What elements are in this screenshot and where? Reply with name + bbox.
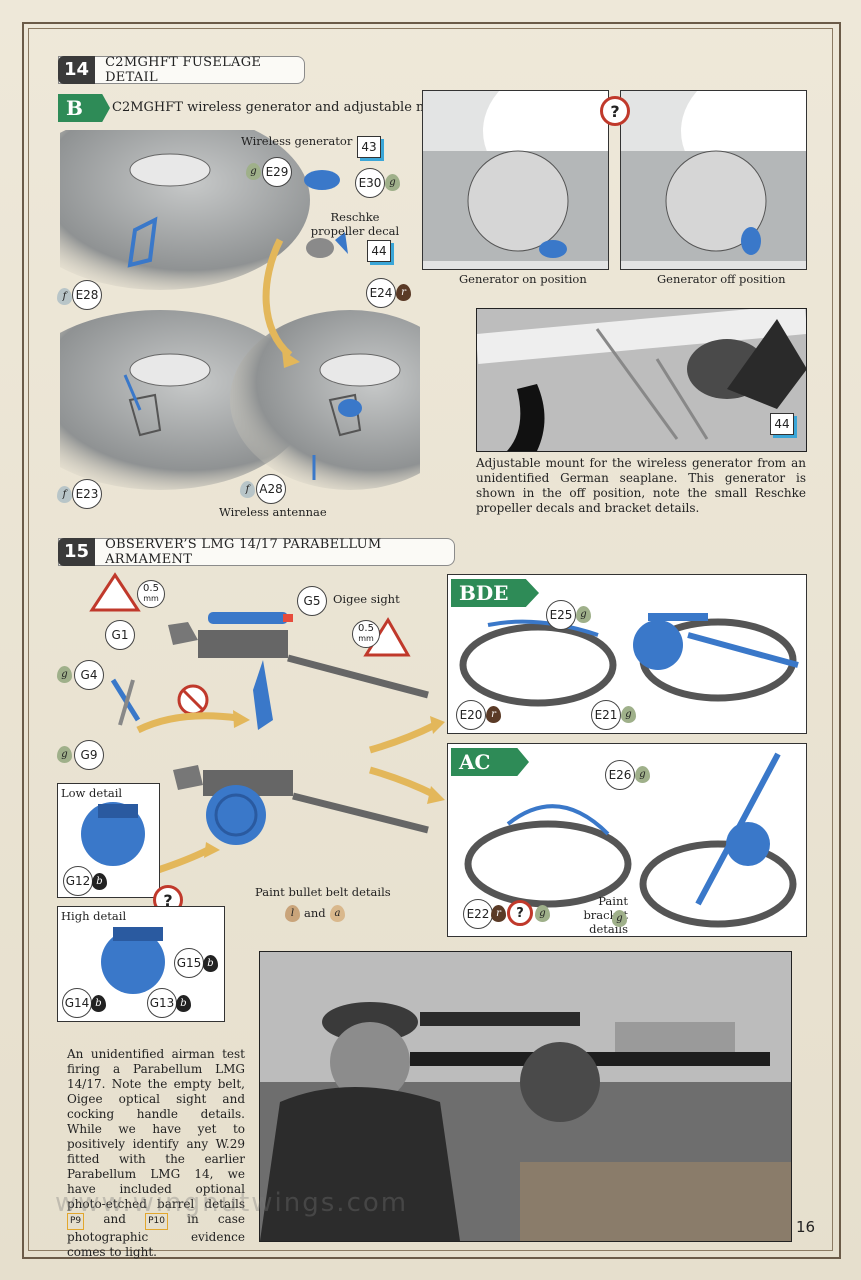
paint-g-e22: g [535,905,550,922]
sub-step-b-title: C2MGHFT wireless generator and adjustabl… [112,100,459,115]
part-g14: G14 [62,988,92,1018]
e22-question-marker: ? [507,900,533,926]
mm-unit-1: mm [143,594,159,603]
caption-text-2: in case photographic evidence comes to l… [67,1212,245,1259]
low-detail-label: Low detail [61,786,123,800]
mm-value-2: 0.5 [358,623,374,634]
paint-a: a [330,905,345,922]
paint-r-e24: r [396,284,411,301]
paint-g-e29: g [246,163,261,180]
part-g1: G1 [105,620,135,650]
paint-r-e20: r [486,706,501,723]
airman-photo-caption: An unidentified airman test firing a Par… [67,1047,245,1260]
high-detail-label: High detail [61,909,127,923]
mm-unit-2: mm [358,634,374,643]
generator-off-label: Generator off position [657,272,786,286]
caption-text-1: An unidentified airman test firing a Par… [67,1047,245,1211]
paint-g-bracket: g [612,910,627,927]
airman-firing-photo [259,951,792,1242]
part-e21: E21 [591,700,621,730]
page-number: 16 [796,1218,816,1236]
lmg-assembly-diagram [89,572,429,874]
paint-f-e23: f [57,486,72,503]
part-e23: E23 [72,479,102,509]
paint-b-g13: b [176,995,191,1012]
decal-44: 44 [367,240,391,262]
thickness-callout-1: 0.5 mm [137,580,165,608]
paint-g-g4: g [57,666,72,683]
paint-f-a28: f [240,481,255,498]
wireless-generator-label: Wireless generator [241,134,353,148]
step-14-number: 14 [58,56,96,84]
reschke-decal-label: Reschke propeller decal [310,210,400,238]
paint-b-g12: b [92,873,107,890]
step-14-header: 14 C2MGHFT FUSELAGE DETAIL [58,55,305,85]
ac-flag: AC [451,748,529,776]
paint-g-e25: g [576,606,591,623]
step-15-title: OBSERVER’S LMG 14/17 PARABELLUM ARMAMENT [105,537,382,567]
paint-r-e22: r [491,905,506,922]
caption-and: and [103,1212,126,1226]
low-detail-panel [57,783,160,898]
step-15-header: 15 OBSERVER’S LMG 14/17 PARABELLUM ARMAM… [58,537,455,567]
direction-arrows [369,716,445,804]
page-border-inner [28,28,833,1251]
part-e24: E24 [366,278,396,308]
part-g9: G9 [74,740,104,770]
part-e25: E25 [546,600,576,630]
paint-b-g15: b [203,955,218,972]
part-e26: E26 [605,760,635,790]
part-a28: A28 [256,474,286,504]
oigee-sight-label: Oigee sight [333,592,400,606]
step-15-number: 15 [58,538,96,566]
part-e20: E20 [456,700,486,730]
decal-43: 43 [357,136,381,158]
wireless-antennae-label: Wireless antennae [219,505,327,519]
paint-and-label: and [304,906,326,920]
paint-bullet-label: Paint bullet belt details [255,885,391,899]
seaplane-generator-photo [476,308,807,452]
generator-on-panel [422,90,609,270]
mm-value-1: 0.5 [143,583,159,594]
part-g5: G5 [297,586,327,616]
part-e30: E30 [355,168,385,198]
seaplane-photo-caption: Adjustable mount for the wireless genera… [476,456,806,515]
paint-f-e28: f [57,288,72,305]
sub-step-b-flag: B [58,94,110,122]
thickness-callout-2: 0.5 mm [352,620,380,648]
website-watermark: www.wingnutwings.com [55,1188,409,1218]
part-g13: G13 [147,988,177,1018]
paint-b-g14: b [91,995,106,1012]
paint-g-e21: g [621,706,636,723]
part-g4: G4 [74,660,104,690]
page-border-outer [22,22,841,1259]
bde-flag: BDE [451,579,539,607]
paint-l: l [285,905,300,922]
part-e29: E29 [262,157,292,187]
uncertain-question-marker: ? [600,96,630,126]
generator-off-panel [620,90,807,270]
part-g15: G15 [174,948,204,978]
decal-44-photo: 44 [770,413,794,435]
step-14-title: C2MGHFT FUSELAGE DETAIL [105,55,262,85]
paint-g-e30: g [385,174,400,191]
paint-g-g9: g [57,746,72,763]
part-g12: G12 [63,866,93,896]
part-e22: E22 [463,899,493,929]
fuselage-diagram [60,130,420,490]
generator-on-label: Generator on position [459,272,587,286]
paint-g-e26: g [635,766,650,783]
part-e28: E28 [72,280,102,310]
